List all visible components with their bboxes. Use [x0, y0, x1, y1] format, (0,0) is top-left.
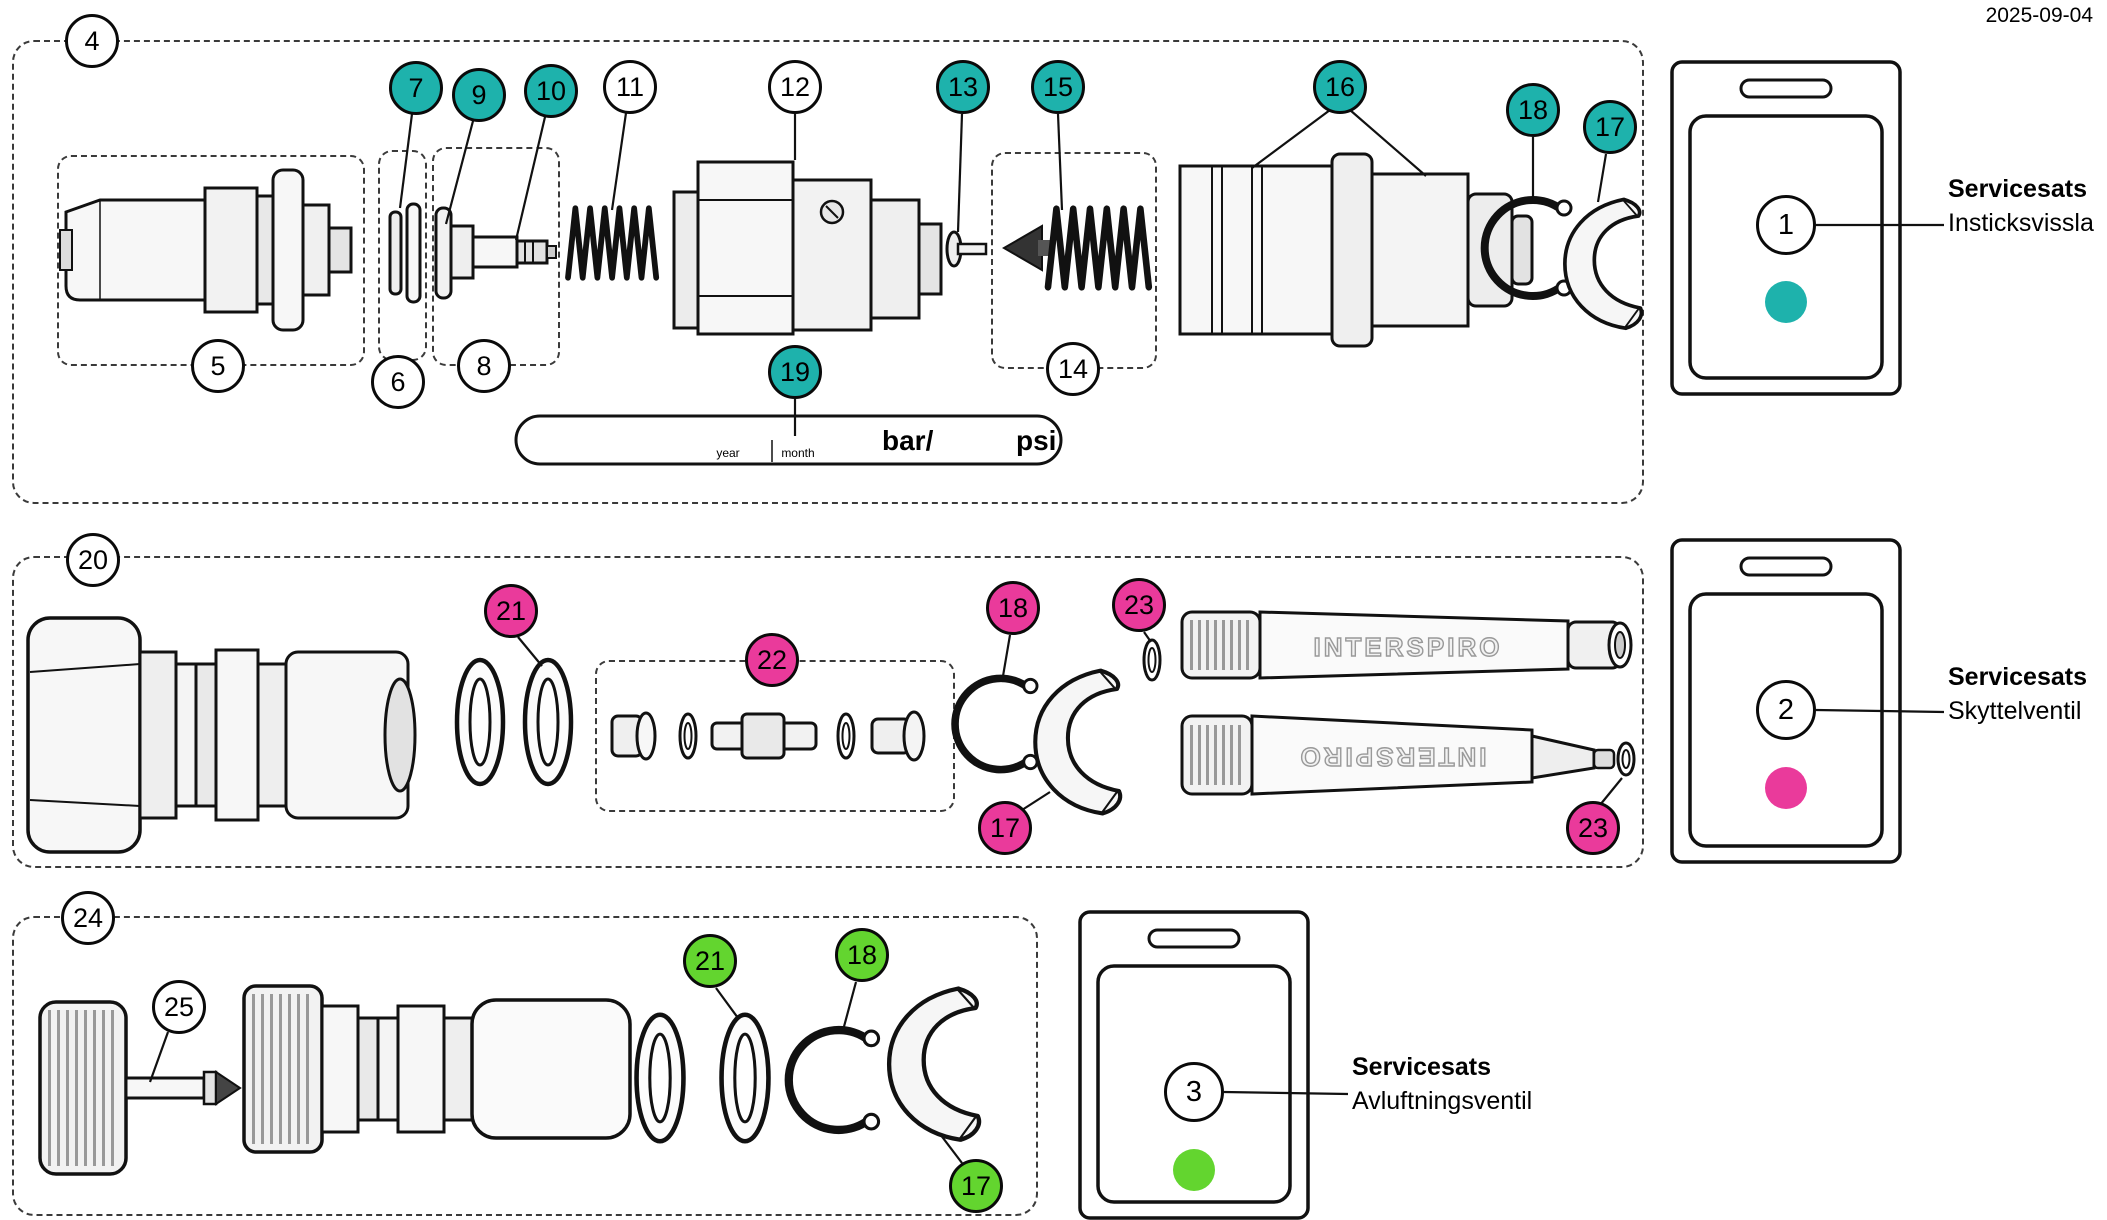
part-21-oring-g3-b — [722, 1015, 769, 1141]
callout-21-g2: 21 — [484, 584, 538, 638]
callout-9: 9 — [452, 68, 506, 122]
kit-number-1: 1 — [1756, 195, 1816, 255]
callout-10: 10 — [524, 64, 578, 118]
part-18-snapring-g3 — [789, 1030, 879, 1130]
callout-13: 13 — [936, 60, 990, 114]
kit-color-dot-3 — [1173, 1149, 1215, 1191]
callout-17-g1: 17 — [1583, 100, 1637, 154]
band-month-text: month — [781, 446, 814, 460]
band-bar-text: bar/ — [882, 425, 934, 456]
part-21-oring-g3-a — [637, 1015, 684, 1141]
tube-brand-text-upper: INTERSPIRO — [1314, 632, 1503, 662]
part-25-knurled-screw — [38, 1000, 242, 1176]
callout-22: 22 — [745, 633, 799, 687]
callout-5: 5 — [191, 339, 245, 393]
callout-14: 14 — [1046, 342, 1100, 396]
kit-label-1: Servicesats Insticksvissla — [1948, 172, 2094, 240]
callout-23-g2-a: 23 — [1112, 578, 1166, 632]
callout-18-g3: 18 — [835, 928, 889, 982]
part-7-washers — [388, 202, 422, 304]
part-13-pin — [945, 230, 988, 268]
callout-25: 25 — [152, 980, 206, 1034]
kit-title-3: Servicesats — [1352, 1053, 1492, 1081]
part-16-sleeve — [1178, 152, 1534, 348]
kit-label-3: Servicesats Avluftningsventil — [1352, 1050, 1532, 1118]
callout-12: 12 — [768, 60, 822, 114]
kit-subtitle-2: Skyttelventil — [1948, 697, 2082, 725]
callout-20: 20 — [66, 533, 120, 587]
callout-21-g3: 21 — [683, 934, 737, 988]
band-year-text: year — [716, 446, 739, 460]
kit-color-dot-1 — [1765, 281, 1807, 323]
callout-16: 16 — [1313, 60, 1367, 114]
callout-17-g2: 17 — [978, 801, 1032, 855]
kit-number-2: 2 — [1756, 680, 1816, 740]
tube-brand-text-lower: INTERSPIRO — [1298, 742, 1487, 772]
kit-subtitle-3: Avluftningsventil — [1352, 1087, 1533, 1115]
group-box-avluftningsventil — [12, 916, 1038, 1216]
part-21-oring-g2-a — [457, 660, 503, 784]
part-24-valve-body — [242, 984, 632, 1154]
group-box-skyttelventil — [12, 556, 1644, 868]
part-22-service-kit-parts — [610, 710, 926, 762]
callout-18-g1: 18 — [1506, 83, 1560, 137]
part-19-label-band: year month bar/ psi — [514, 414, 1063, 466]
callout-6: 6 — [371, 355, 425, 409]
group-box-insticksvissla — [12, 40, 1644, 504]
part-17-clip-g3 — [889, 989, 979, 1140]
callout-4: 4 — [65, 14, 119, 68]
callout-11: 11 — [603, 60, 657, 114]
kit-number-3: 3 — [1164, 1062, 1224, 1122]
part-20-coupling — [26, 616, 417, 854]
part-17-clip-g1 — [1563, 197, 1644, 331]
callout-24: 24 — [61, 891, 115, 945]
kit-label-2: Servicesats Skyttelventil — [1948, 660, 2087, 728]
leader-lines — [148, 109, 1945, 1164]
kit-title-2: Servicesats — [1948, 663, 2088, 691]
kit-subtitle-1: Insticksvissla — [1948, 209, 2094, 237]
part-11-spring — [568, 209, 656, 278]
part-5-coupling-body — [59, 168, 353, 332]
tube-upper: INTERSPIRO — [1180, 610, 1633, 680]
part-14-15-spring-poppet — [1002, 209, 1149, 287]
part-23-oring-small-g2-a — [1142, 638, 1162, 682]
callout-19: 19 — [768, 345, 822, 399]
part-21-oring-g2-b — [525, 660, 571, 784]
part-18-snapring-g2 — [955, 678, 1037, 769]
callout-23-g2-b: 23 — [1566, 801, 1620, 855]
callout-17-g3: 17 — [949, 1159, 1003, 1213]
part-9-10-valve-stem — [434, 206, 557, 300]
callout-18-g2: 18 — [986, 581, 1040, 635]
kit-color-dot-2 — [1765, 767, 1807, 809]
callout-7: 7 — [389, 61, 443, 115]
callout-15: 15 — [1031, 60, 1085, 114]
callout-8: 8 — [457, 339, 511, 393]
part-12-housing — [672, 160, 943, 336]
kit-title-1: Servicesats — [1948, 175, 2088, 203]
band-psi-text: psi — [1016, 425, 1056, 456]
date-label: 2025-09-04 — [1985, 4, 2093, 27]
tube-lower: INTERSPIRO — [1180, 714, 1636, 796]
